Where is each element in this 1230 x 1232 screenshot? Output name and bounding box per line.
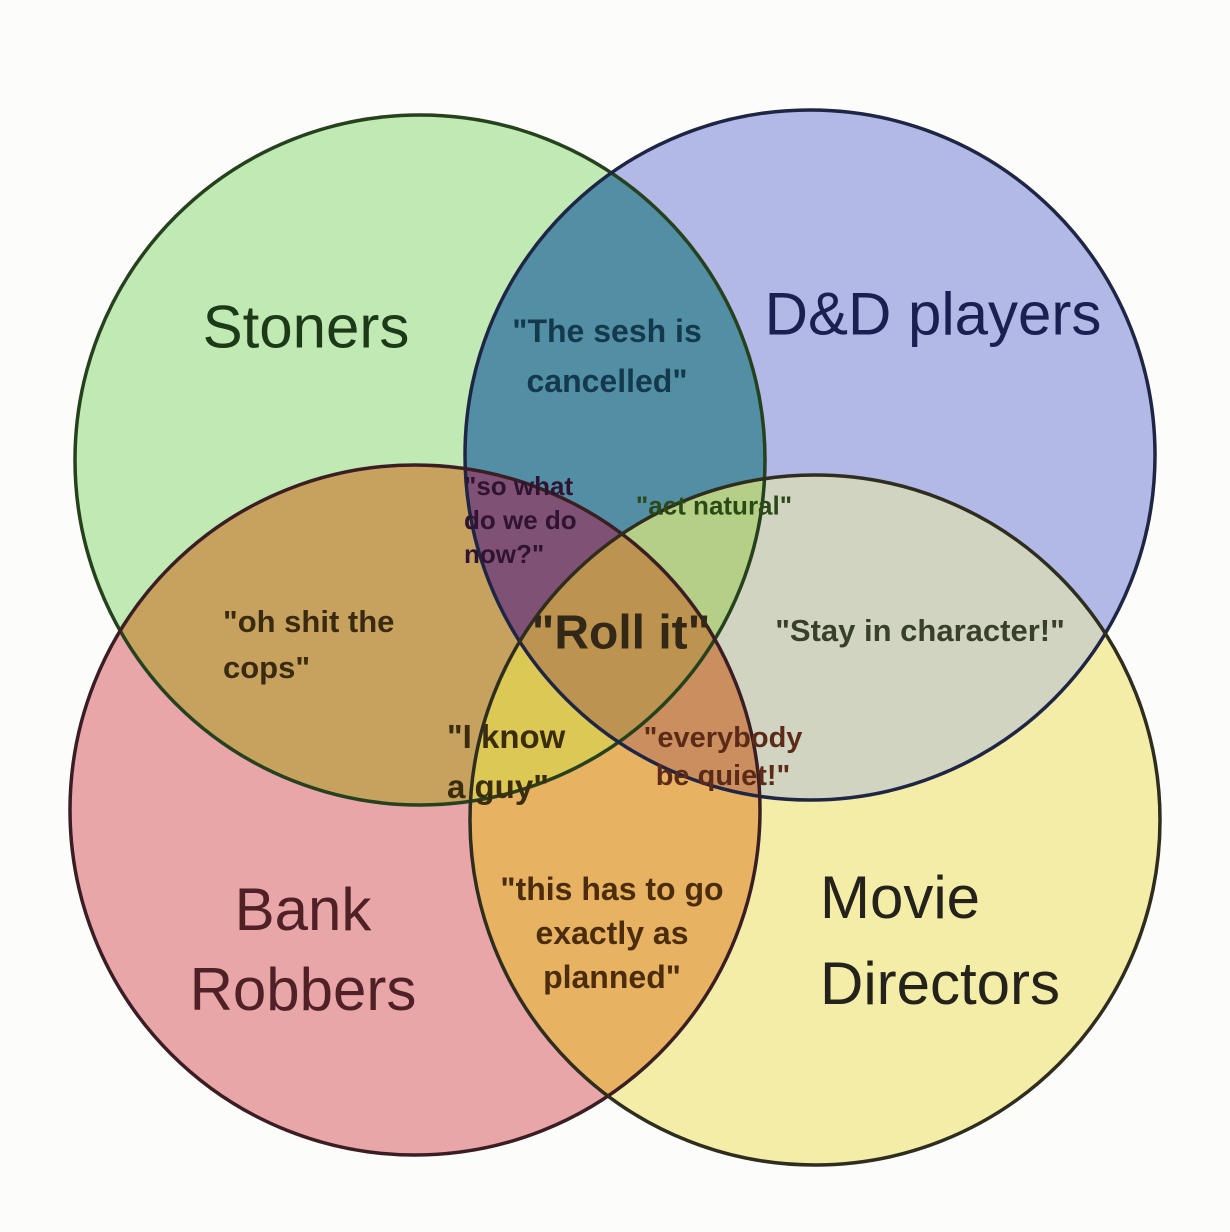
label-line: "so what	[464, 471, 574, 501]
label-line: "I know	[447, 718, 566, 755]
dnd-players-label: D&D players	[765, 280, 1102, 349]
label-line: Stoners	[202, 293, 410, 361]
label-line: Bank	[234, 876, 372, 943]
label-line: Movie	[820, 864, 981, 931]
label-line: "everybody	[643, 722, 803, 754]
label-line: do we do	[464, 505, 577, 535]
label-line: exactly as	[535, 915, 689, 951]
label-line: Robbers	[189, 956, 417, 1023]
dnd-circle-outline	[463, 108, 1157, 802]
roll-it-label: "Roll it"	[532, 606, 711, 661]
label-line: "Roll it"	[531, 606, 711, 660]
label-line: "The sesh is	[512, 313, 702, 349]
region-all-four	[470, 475, 760, 800]
label-line: "Stay in character!"	[775, 613, 1065, 648]
stoners-circle-outline	[73, 113, 767, 807]
label-line: "oh shit the	[223, 604, 395, 639]
stoners-label: Stoners	[203, 293, 410, 362]
oh-shit-cops-label: "oh shit the cops"	[223, 599, 394, 691]
label-line: be quiet!"	[655, 760, 791, 792]
label-line: "act natural"	[635, 490, 793, 521]
label-line: "this has to go	[500, 871, 724, 907]
bank-circle-outline	[68, 463, 762, 1157]
label-line: a guy"	[447, 768, 549, 805]
so-what-now-label: "so what do we do now?"	[464, 469, 577, 571]
everybody-be-quiet-label: "everybody be quiet!"	[644, 719, 803, 795]
bank-robbers-label: Bank Robbers	[190, 870, 417, 1030]
label-line: now?"	[464, 539, 545, 569]
movie-circle-outline	[468, 473, 1162, 1167]
label-line: planned"	[543, 959, 681, 995]
exactly-as-planned-label: "this has to go exactly as planned"	[500, 867, 723, 999]
label-line: cancelled"	[526, 363, 688, 399]
sesh-cancelled-label: "The sesh is cancelled"	[512, 306, 701, 406]
act-natural-label: "act natural"	[636, 491, 792, 522]
movie-directors-label: Movie Directors	[820, 855, 1060, 1027]
i-know-a-guy-label: "I know a guy"	[447, 712, 565, 812]
stay-in-character-label: "Stay in character!"	[775, 613, 1065, 649]
label-line: D&D players	[764, 280, 1102, 348]
label-line: Directors	[820, 950, 1061, 1017]
label-line: cops"	[223, 650, 311, 685]
